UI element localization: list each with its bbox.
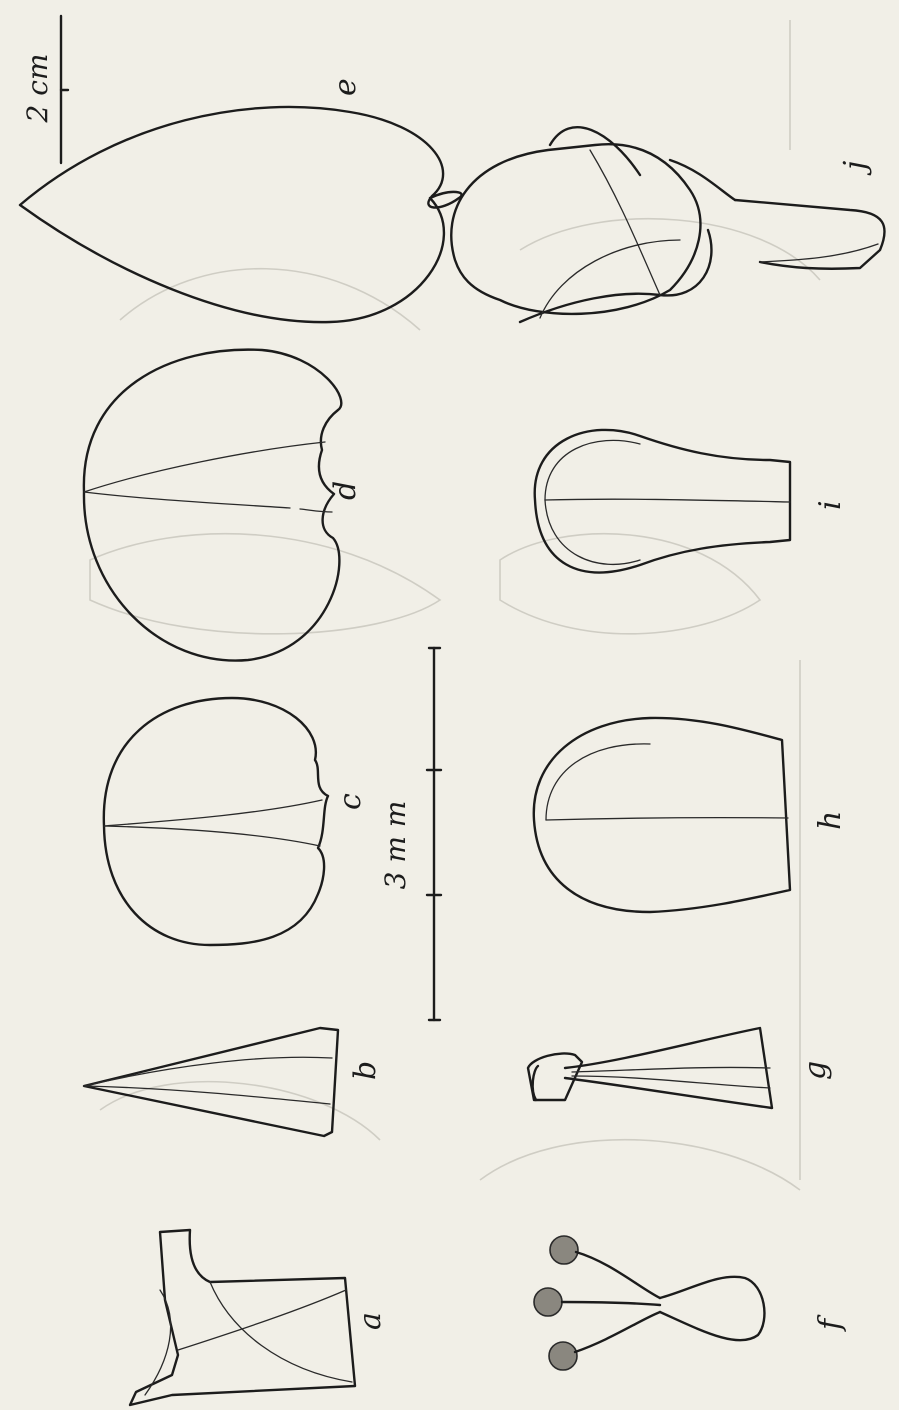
figure-h-label: h <box>813 811 848 830</box>
scale-bar-2cm-label: 2 cm <box>21 54 54 124</box>
scale-bar-3mm: 3 m m <box>379 648 441 1020</box>
figure-b-label: b <box>348 1061 383 1080</box>
figure-f-label: f <box>813 1314 848 1332</box>
figure-d-label: d <box>328 481 363 500</box>
figure-j-label: j <box>838 161 873 176</box>
figure-g-stamen: g <box>528 1028 833 1108</box>
scale-bar-3mm-label: 3 m m <box>379 801 412 890</box>
pollen-head-middle <box>534 1288 562 1316</box>
figure-i-label: i <box>813 500 848 510</box>
figure-i-petal: i <box>535 430 848 573</box>
figure-c-label: c <box>333 793 368 810</box>
pollen-head-bottom <box>549 1342 577 1370</box>
figure-a-label: a <box>353 1312 388 1330</box>
pollen-head-top <box>550 1236 578 1264</box>
figure-e-leaf: e <box>20 78 462 322</box>
figure-a-flower-tube: a <box>130 1230 388 1405</box>
scale-bar-2cm: 2 cm <box>21 16 68 163</box>
figure-h-petal: h <box>534 718 848 912</box>
pencil-ghost-sketches <box>90 20 820 1190</box>
figure-j-flower: j <box>451 127 884 322</box>
figure-c-bract: c <box>104 698 368 945</box>
figure-e-label: e <box>328 78 363 96</box>
figure-g-label: g <box>798 1061 833 1080</box>
figure-f-pistil: f <box>534 1236 848 1370</box>
